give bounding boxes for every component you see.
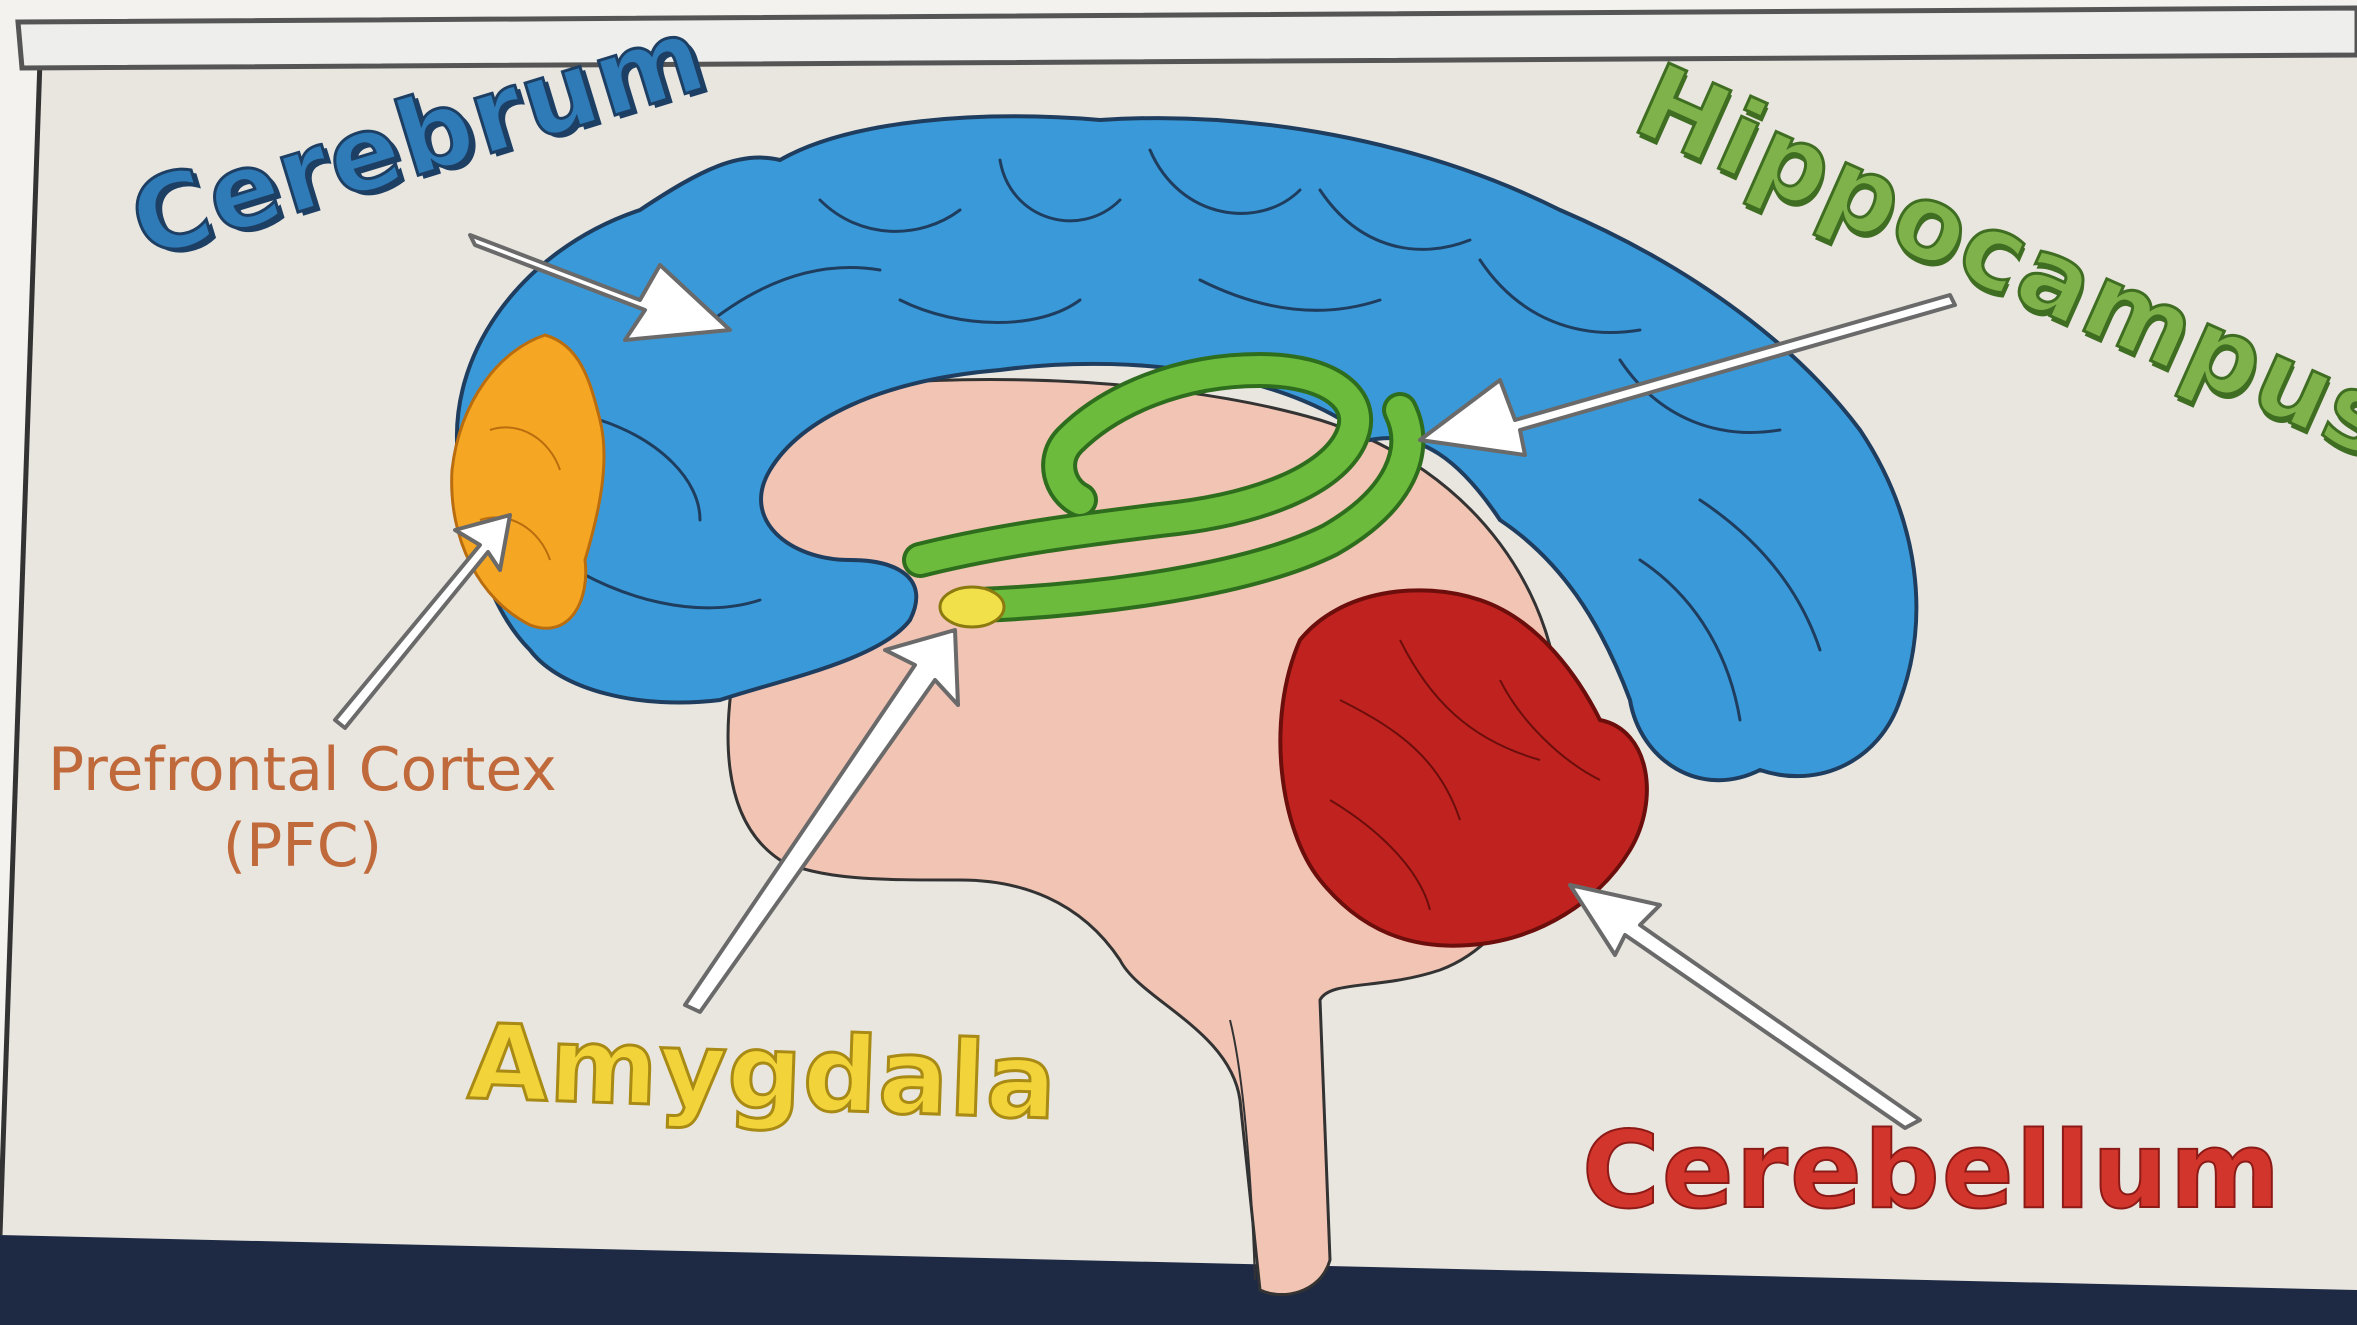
- label-amygdala: Amygdala: [466, 1010, 1059, 1135]
- amygdala-region: [940, 587, 1004, 627]
- label-prefrontal-cortex-line1: Prefrontal Cortex: [48, 740, 557, 800]
- label-cerebellum: Cerebellum: [1582, 1118, 2282, 1224]
- label-prefrontal-cortex-line2: (PFC): [48, 816, 557, 876]
- poster-roller-rod: [18, 8, 2357, 68]
- label-prefrontal-cortex: Prefrontal Cortex (PFC): [48, 740, 557, 876]
